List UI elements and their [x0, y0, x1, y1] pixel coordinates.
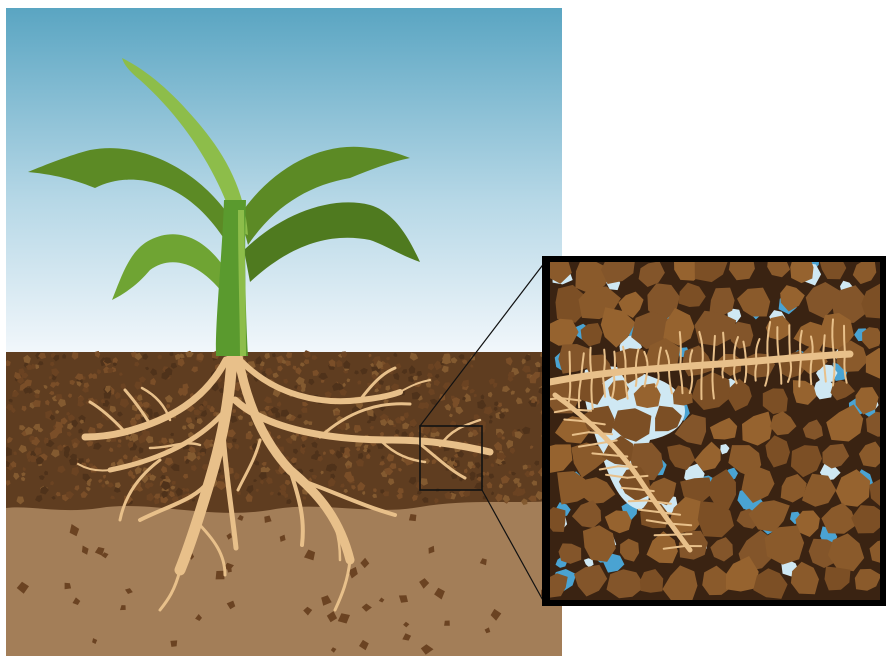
root-hair [618, 466, 637, 467]
root-hair [570, 352, 571, 380]
subsoil-chunk [170, 640, 177, 647]
root-hair [675, 534, 691, 535]
root-hair [701, 368, 702, 400]
zoom-panel [538, 248, 888, 606]
root-hair [629, 501, 647, 502]
root-hair [636, 374, 637, 386]
main-scene [3, 8, 567, 660]
subsoil-chunk [444, 621, 450, 626]
root-hair [570, 409, 592, 410]
root-hair [844, 326, 845, 354]
root-hair [564, 420, 579, 421]
root-hair [680, 332, 681, 370]
root-hair [655, 535, 676, 536]
root-hair [723, 333, 724, 366]
root-hair [622, 488, 637, 489]
root-hair [614, 352, 615, 376]
subsoil-chunk [216, 571, 225, 580]
subsoil [6, 490, 562, 660]
root-hair [789, 325, 790, 359]
